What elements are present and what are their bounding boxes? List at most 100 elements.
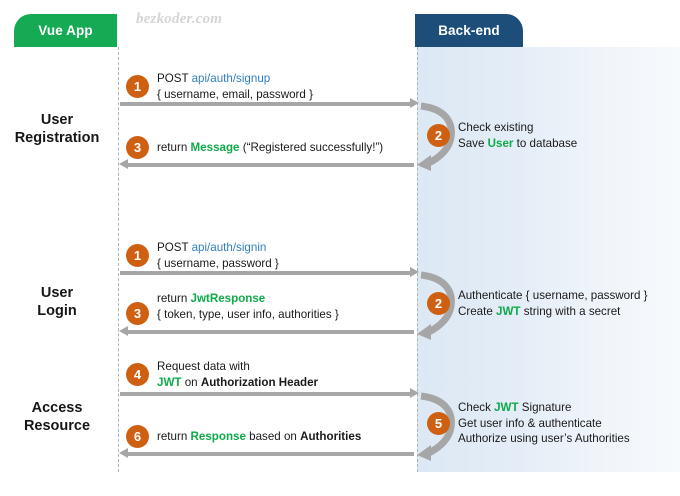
step-message-authenticate: Authenticate { username, password } Crea… <box>458 288 647 319</box>
backend-panel <box>417 47 680 472</box>
arrow-message-response <box>128 163 414 167</box>
step-badge-1-signup: 1 <box>126 75 149 98</box>
step-message-authenticate-line1: Authenticate { username, password } <box>458 289 648 302</box>
step-message-signup-line2: { username, email, password } <box>157 87 313 101</box>
badge-number: 1 <box>133 79 142 94</box>
step-badge-2-authenticate: 2 <box>427 292 450 315</box>
badge-number: 5 <box>434 416 443 431</box>
step-message-authenticate-line2: Create JWT string with a secret <box>458 304 647 320</box>
request-jwt-label: JWT <box>157 375 182 389</box>
step-badge-6-response: 6 <box>126 425 149 448</box>
jwtresponse-type: JwtResponse <box>190 292 266 305</box>
message-type: Message <box>190 141 240 154</box>
register-save-suffix: to database <box>513 136 578 150</box>
arrow-head-signin-request <box>410 267 419 277</box>
step-message-response-line1: return Response based on Authorities <box>157 429 361 445</box>
step-message-request-line1: Request data with <box>157 360 250 373</box>
badge-number: 1 <box>133 248 142 263</box>
step-message-signin-line2: { username, password } <box>157 256 279 270</box>
jwt-token-label: JWT <box>496 304 521 318</box>
watermark: bezkoder.com <box>136 11 223 27</box>
step-message-check-jwt-line2: Get user info & authenticate <box>458 416 602 430</box>
response-authorities-label: Authorities <box>300 430 362 443</box>
arrow-resource-request <box>120 392 412 396</box>
step-message-signup: POST api/auth/signup { username, email, … <box>157 71 313 102</box>
step-badge-4-request: 4 <box>126 363 149 386</box>
lane-header-server: Back-end <box>415 14 523 47</box>
arrow-jwtresponse-response <box>128 330 414 334</box>
create-suffix: string with a secret <box>520 304 621 318</box>
register-save-prefix: Save <box>458 136 488 150</box>
check-prefix: Check <box>458 401 495 414</box>
jwtresponse-return-prefix: return <box>157 292 191 305</box>
section-label-user-login: User Login <box>1 284 113 320</box>
step-badge-1-signin: 1 <box>126 244 149 267</box>
lifeline-client <box>118 47 119 472</box>
step-message-check-jwt-line3: Authorize using user’s Authorities <box>458 432 630 445</box>
section-label-line1: User <box>40 285 74 301</box>
step-badge-2-register: 2 <box>427 124 450 147</box>
step-message-check-jwt: Check JWT Signature Get user info & auth… <box>458 400 630 447</box>
step-message-register-line1: Check existing <box>458 121 534 134</box>
step-message-request-line2: JWT on Authorization Header <box>157 375 318 391</box>
arrow-head-message-response <box>119 159 128 169</box>
self-arrow-authenticate <box>417 271 455 340</box>
step-message-jwtresponse-line1: return JwtResponse <box>157 291 339 307</box>
step-message-jwtresponse-line2: { token, type, user info, authorities } <box>157 307 339 321</box>
lifeline-server <box>417 47 418 472</box>
step-message-response: return Response based on Authorities <box>157 429 361 445</box>
step-message-request: Request data with JWT on Authorization H… <box>157 359 318 390</box>
badge-number: 2 <box>434 128 443 143</box>
signup-endpoint: api/auth/signup <box>191 72 271 85</box>
step-message-signin: POST api/auth/signin { username, passwor… <box>157 240 279 271</box>
request-on: on <box>181 375 201 389</box>
section-label-access-resource: Access Resource <box>1 399 113 435</box>
register-entity: User <box>487 136 514 150</box>
arrow-head-signup-request <box>410 98 419 108</box>
lane-header-client: Vue App <box>14 14 117 47</box>
check-jwt-label: JWT <box>494 401 519 414</box>
step-message-signin-line1: POST api/auth/signin <box>157 240 279 256</box>
step-badge-3-jwtresponse: 3 <box>126 302 149 325</box>
self-arrow-check-jwt <box>417 392 455 461</box>
arrow-signup-request <box>120 102 412 106</box>
signup-method: POST <box>157 72 192 85</box>
badge-number: 3 <box>133 306 142 321</box>
section-label-user-registration: User Registration <box>1 111 113 147</box>
message-payload: (“Registered successfully!”) <box>239 141 384 154</box>
signin-method: POST <box>157 241 192 254</box>
step-message-register: Check existing Save User to database <box>458 120 577 151</box>
step-message-register-line2: Save User to database <box>458 136 577 152</box>
badge-number: 3 <box>133 140 142 155</box>
response-based-on: based on <box>245 430 301 443</box>
step-message-registered: return Message (“Registered successfully… <box>157 140 383 156</box>
badge-number: 2 <box>434 296 443 311</box>
step-badge-5-check-jwt: 5 <box>427 412 450 435</box>
section-label-line1: Access <box>31 400 83 416</box>
lane-header-client-label: Vue App <box>38 23 93 38</box>
response-return-prefix: return <box>157 430 191 443</box>
response-type: Response <box>190 430 246 443</box>
request-header-label: Authorization Header <box>200 375 319 389</box>
check-suffix: Signature <box>518 401 572 414</box>
arrow-resource-response <box>128 452 414 456</box>
arrow-head-jwtresponse-response <box>119 326 128 336</box>
signin-endpoint: api/auth/signin <box>191 241 267 254</box>
section-label-line2: Resource <box>23 418 91 434</box>
arrow-head-resource-request <box>410 388 419 398</box>
badge-number: 4 <box>133 367 142 382</box>
create-prefix: Create <box>458 304 497 318</box>
message-return-prefix: return <box>157 141 191 154</box>
self-arrow-register <box>417 102 455 171</box>
step-message-signup-line1: POST api/auth/signup <box>157 71 313 87</box>
step-message-check-jwt-line1: Check JWT Signature <box>458 400 630 416</box>
step-badge-3-message: 3 <box>126 136 149 159</box>
lane-header-server-label: Back-end <box>438 23 500 38</box>
arrow-head-resource-response <box>119 448 128 458</box>
section-label-line2: Registration <box>14 130 100 146</box>
badge-number: 6 <box>133 429 142 444</box>
step-message-registered-line1: return Message (“Registered successfully… <box>157 140 383 156</box>
section-label-line2: Login <box>37 303 77 319</box>
section-label-line1: User <box>40 112 74 128</box>
